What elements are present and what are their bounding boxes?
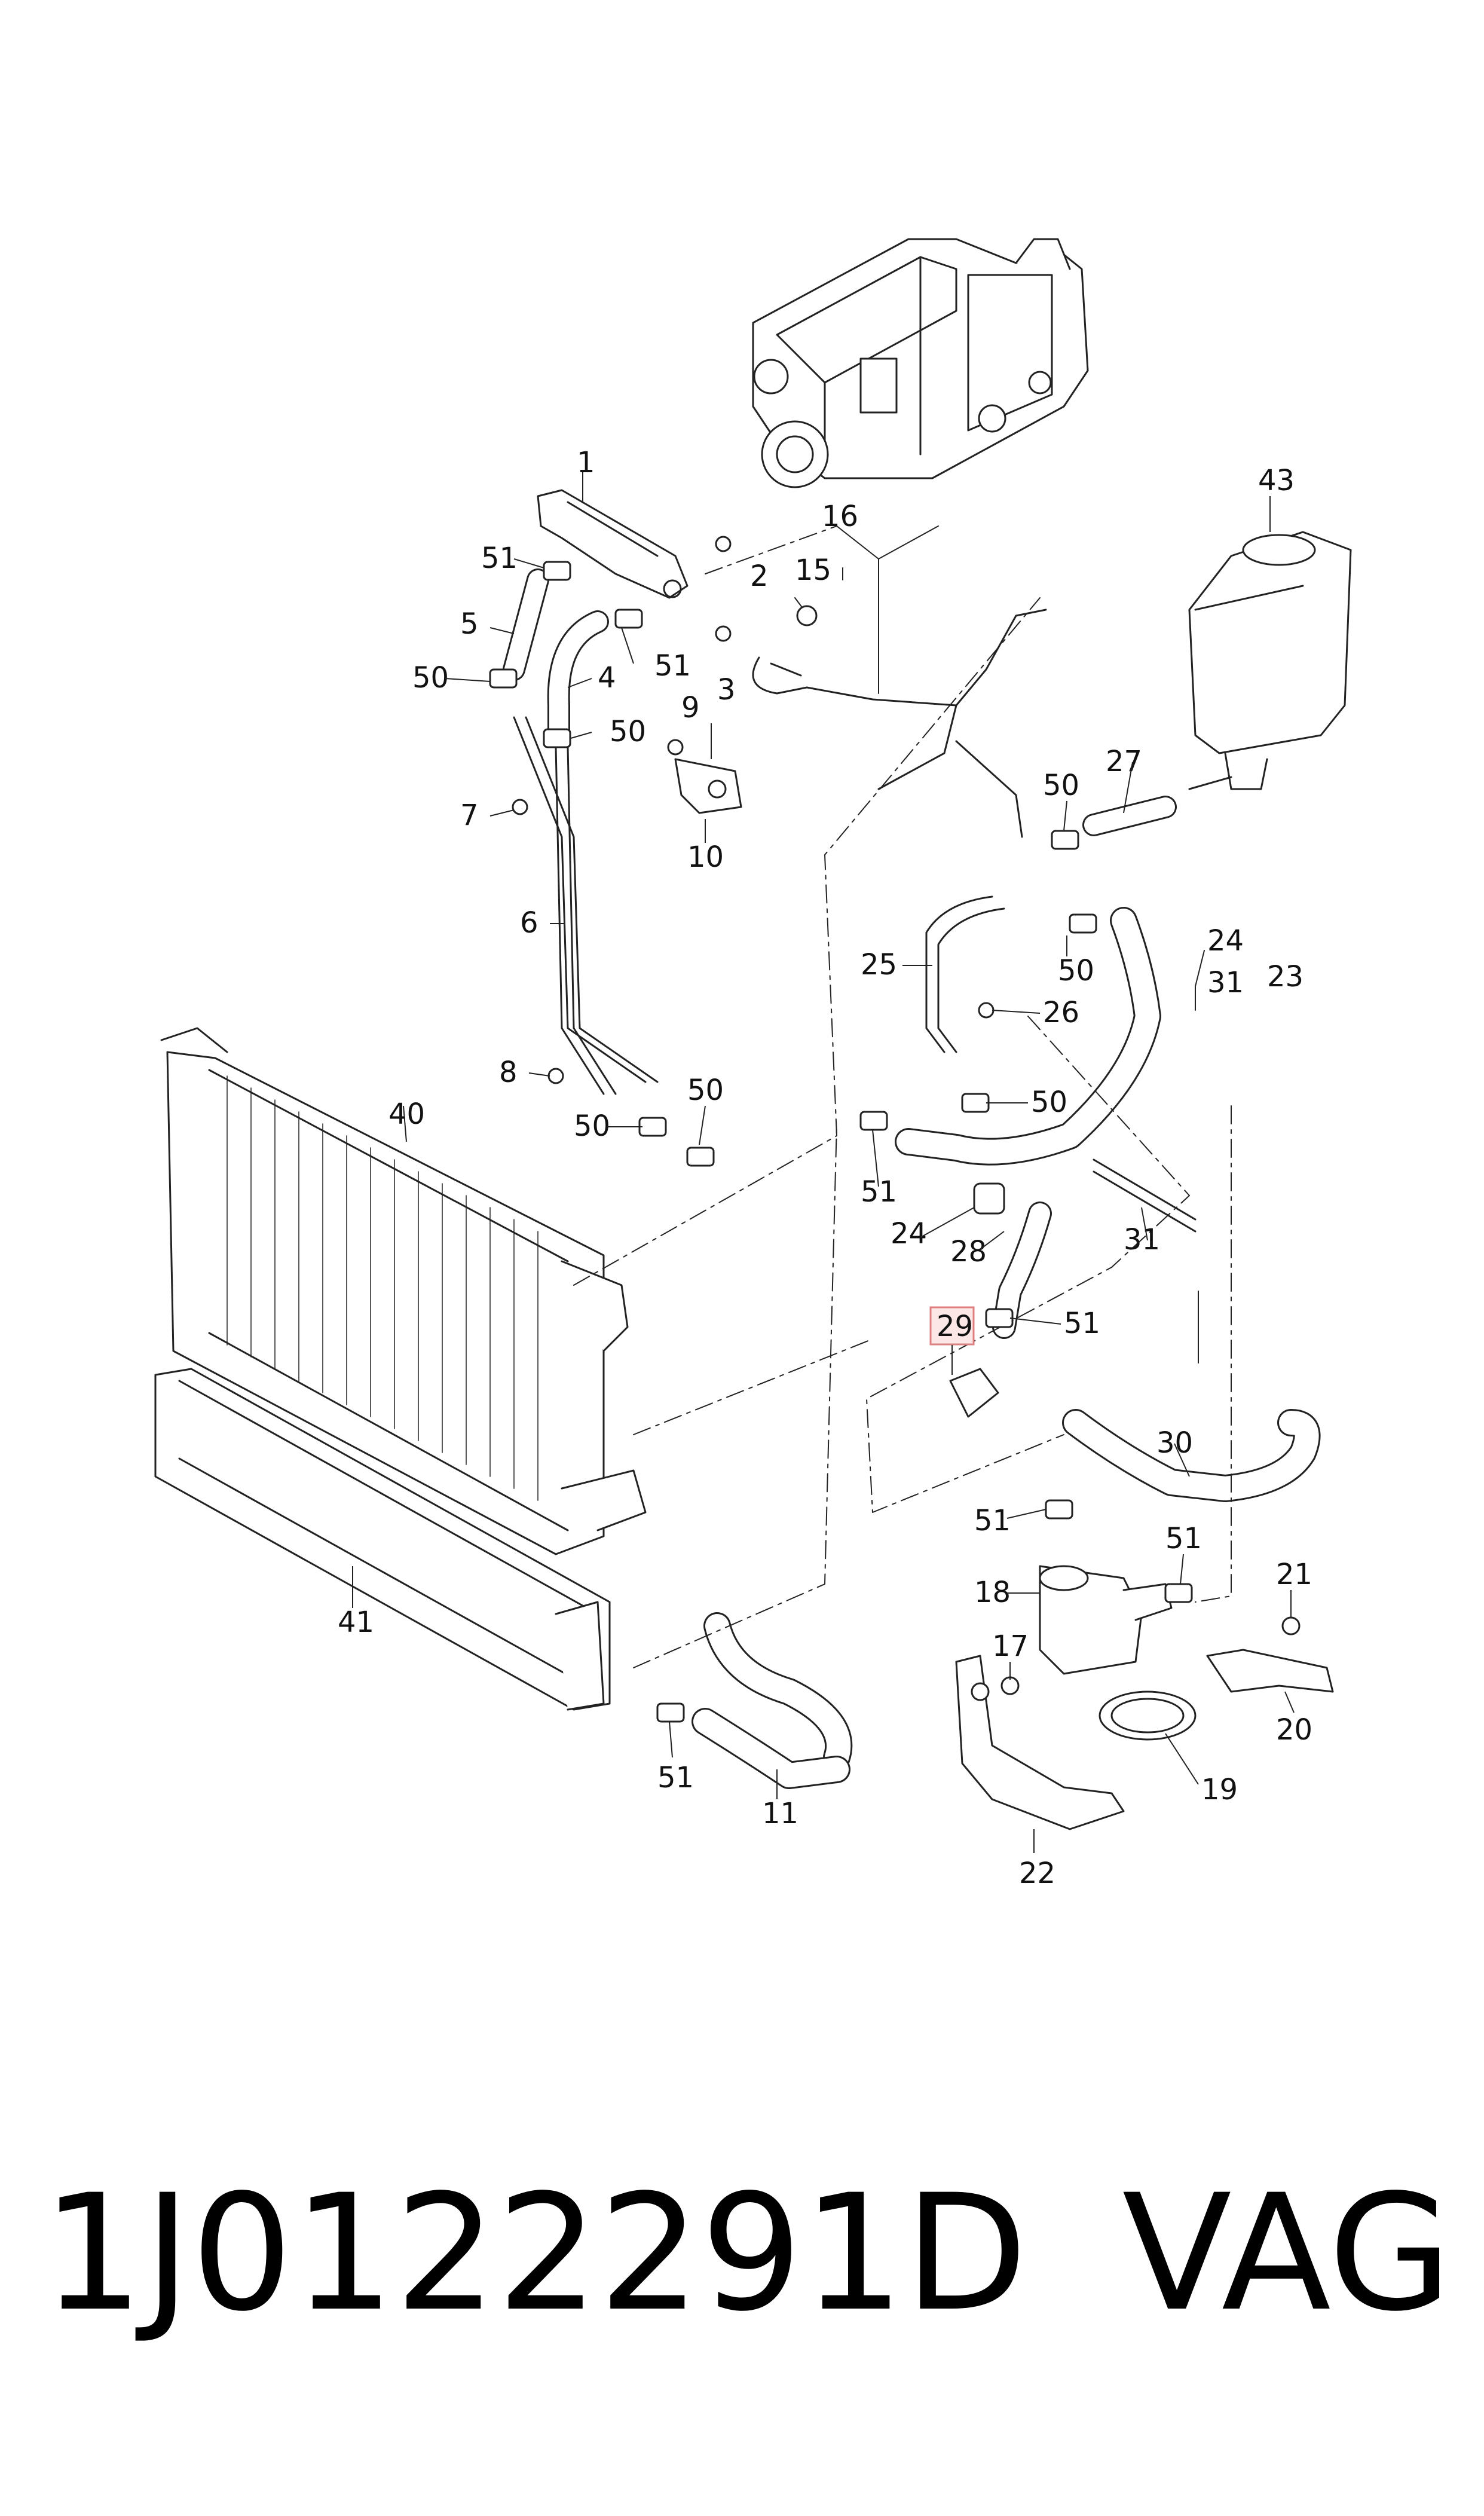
label-10: 10 [687,840,724,874]
label-1: 1 [577,446,595,479]
label-25: 25 [861,948,897,982]
label-2: 2 [750,560,769,593]
label-5: 5 [460,607,479,641]
label-40: 40 [388,1097,425,1131]
bracket-20 [1206,1649,1334,1693]
label-31b: 31 [1124,1223,1160,1257]
label-41: 41 [338,1606,374,1639]
label-15: 15 [795,554,831,587]
hose-28 [992,1202,1052,1339]
connector-29 [949,1368,999,1418]
label-28: 28 [950,1235,987,1268]
strap-31 [1093,1158,1197,1233]
label-51e: 51 [974,1504,1011,1537]
label-24a: 24 [1207,924,1244,958]
label-51a: 51 [481,542,518,575]
bracket-10 [674,758,742,814]
label-27: 27 [1106,745,1142,778]
label-50b: 50 [610,715,646,748]
coolant-pipe-upper [537,489,689,599]
label-50g: 50 [687,1074,724,1107]
radiator [160,1027,647,1555]
label-50d: 50 [1058,954,1094,988]
label-8: 8 [499,1056,518,1089]
label-22: 22 [1019,1857,1055,1890]
label-21: 21 [1276,1558,1312,1591]
label-11: 11 [762,1797,798,1830]
label-50a: 50 [412,661,449,695]
label-30: 30 [1156,1426,1193,1460]
label-51d: 51 [1064,1307,1100,1340]
label-19: 19 [1201,1773,1238,1806]
label-4: 4 [598,661,616,695]
hose-11 [691,1612,853,1789]
label-6: 6 [520,906,538,940]
exploded-parts-diagram: 1 2 3 4 5 6 7 8 9 10 11 15 16 17 18 19 2… [154,238,1352,1890]
label-51f: 51 [1165,1522,1202,1555]
label-7: 7 [460,799,479,832]
label-23: 23 [1267,960,1304,993]
label-leaders [352,496,1295,1853]
part-labels: 1 2 3 4 5 6 7 8 9 10 11 15 16 17 18 19 2… [338,446,1312,1890]
label-29: 29 [937,1310,973,1343]
hose-5 [503,568,549,681]
highlight-box-29 [929,1306,975,1346]
label-16: 16 [822,500,858,533]
label-43: 43 [1258,464,1295,497]
auxiliary-radiator [154,1368,611,1711]
brand-name: VAG [1122,2160,1453,2347]
part-caption: 1J0122291D VAG [42,2164,1452,2343]
bolts-and-nuts [512,536,1301,1695]
label-18: 18 [974,1576,1011,1609]
label-3: 3 [717,673,736,707]
pump-retainer-ring [1099,1690,1197,1741]
assembly-dash-lines [573,525,1232,1668]
pump-bracket-22 [955,1655,1125,1830]
label-50c: 50 [1043,769,1079,802]
label-51b: 51 [654,649,691,683]
hose-assembly-23 [895,907,1161,1166]
label-24b: 24 [891,1217,927,1251]
label-51c: 51 [861,1175,897,1209]
expansion-tank [1188,531,1352,790]
label-51g: 51 [657,1761,694,1794]
auxiliary-coolant-pump [1039,1565,1173,1675]
hose-clamps [489,561,1193,1723]
hose-30 [1062,1409,1321,1502]
label-9: 9 [681,691,700,724]
coolant-line-16 [752,609,1047,838]
label-26: 26 [1043,996,1079,1029]
engine-block [752,238,1089,488]
label-31a: 31 [1207,966,1244,999]
part-number: 1J0122291D [42,2160,1028,2347]
label-50f: 50 [574,1109,610,1143]
radiator-core-fins [227,1075,538,1501]
hose-4 [547,610,609,747]
label-17: 17 [992,1630,1029,1663]
label-20: 20 [1276,1713,1312,1747]
coolant-pipe-6 [513,716,659,1095]
hose-27 [1082,796,1177,836]
label-50e: 50 [1031,1086,1067,1119]
pipe-25 [925,895,1005,1053]
